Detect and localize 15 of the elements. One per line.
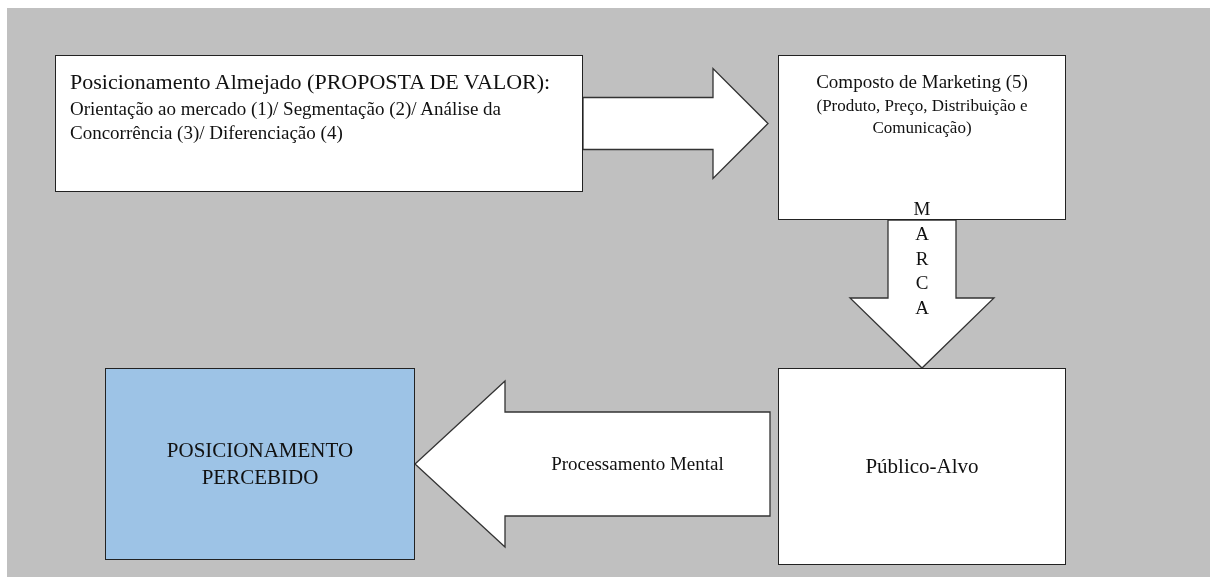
highlighted-box (105, 368, 415, 560)
node-heading: Posicionamento Almejado (PROPOSTA DE VALOR): (70, 68, 552, 96)
process-box (778, 368, 1066, 565)
node-heading: Composto de Marketing (5) (815, 70, 1029, 94)
block-arrow (582, 66, 769, 181)
block-arrow (848, 219, 996, 369)
node-heading: POSICIONAMENTO PERCEBIDO (165, 436, 355, 491)
process-box (778, 55, 1066, 220)
edge-label: Processamento Mental (551, 452, 724, 476)
edge-label: MARCA (912, 197, 932, 321)
block-arrow (414, 379, 771, 549)
process-box (55, 55, 583, 192)
node-body: (Produto, Preço, Distribuição e Comunicação) (815, 94, 1029, 139)
node-heading: Público-Alvo (864, 452, 980, 480)
node-body: Orientação ao mercado (1)/ Segmentação (2)/ Análise da Concorrência (3)/ Diferenciação (4) (70, 96, 502, 146)
